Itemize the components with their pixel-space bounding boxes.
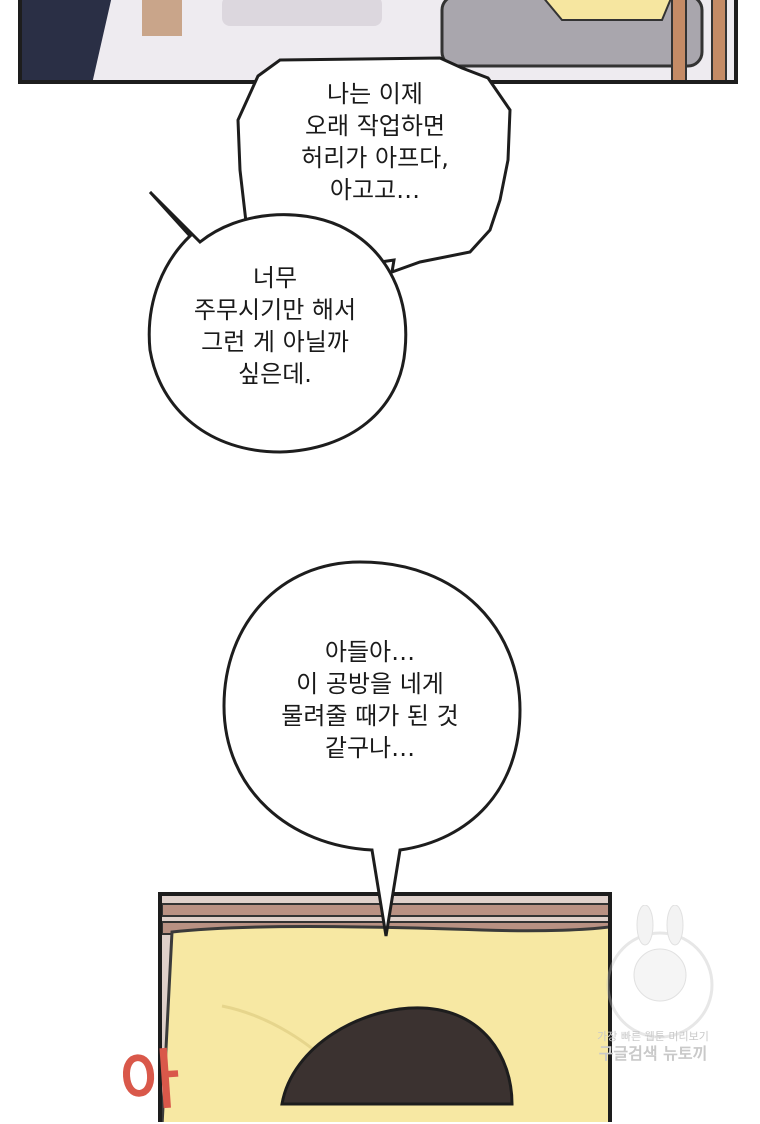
bubble-text-3: 아들아… 이 공방을 네게 물려줄 때가 된 것 같구나… (281, 638, 459, 762)
bubble-text-2: 너무 주무시기만 해서 그런 게 아닐까 싶은데. (193, 264, 357, 388)
dark-figure-shape (22, 0, 112, 80)
watermark-logo-icon (606, 905, 714, 1039)
watermark-line-1: 가장 빠른 웹툰 미리보기 (597, 1030, 709, 1043)
top-panel-art (22, 0, 734, 80)
chair-leg (142, 0, 182, 36)
bubble-text-1: 나는 이제 오래 작업하면 허리가 아프다, 아고고… (301, 80, 449, 204)
speech-bubble-2 (147, 190, 408, 454)
cushion-shape (544, 0, 672, 21)
watermark: 가장 빠른 웹툰 미리보기 구글검색 뉴토끼 (563, 1030, 743, 1064)
bottom-panel-art (162, 896, 608, 1122)
watermark-line-2: 구글검색 뉴토끼 (598, 1044, 708, 1063)
hair-shape (280, 1006, 514, 1106)
sound-effect-text: 아 (117, 1043, 182, 1121)
bubble-layer (147, 56, 522, 937)
speech-bubble-3 (222, 560, 522, 937)
top-panel (18, 0, 738, 84)
